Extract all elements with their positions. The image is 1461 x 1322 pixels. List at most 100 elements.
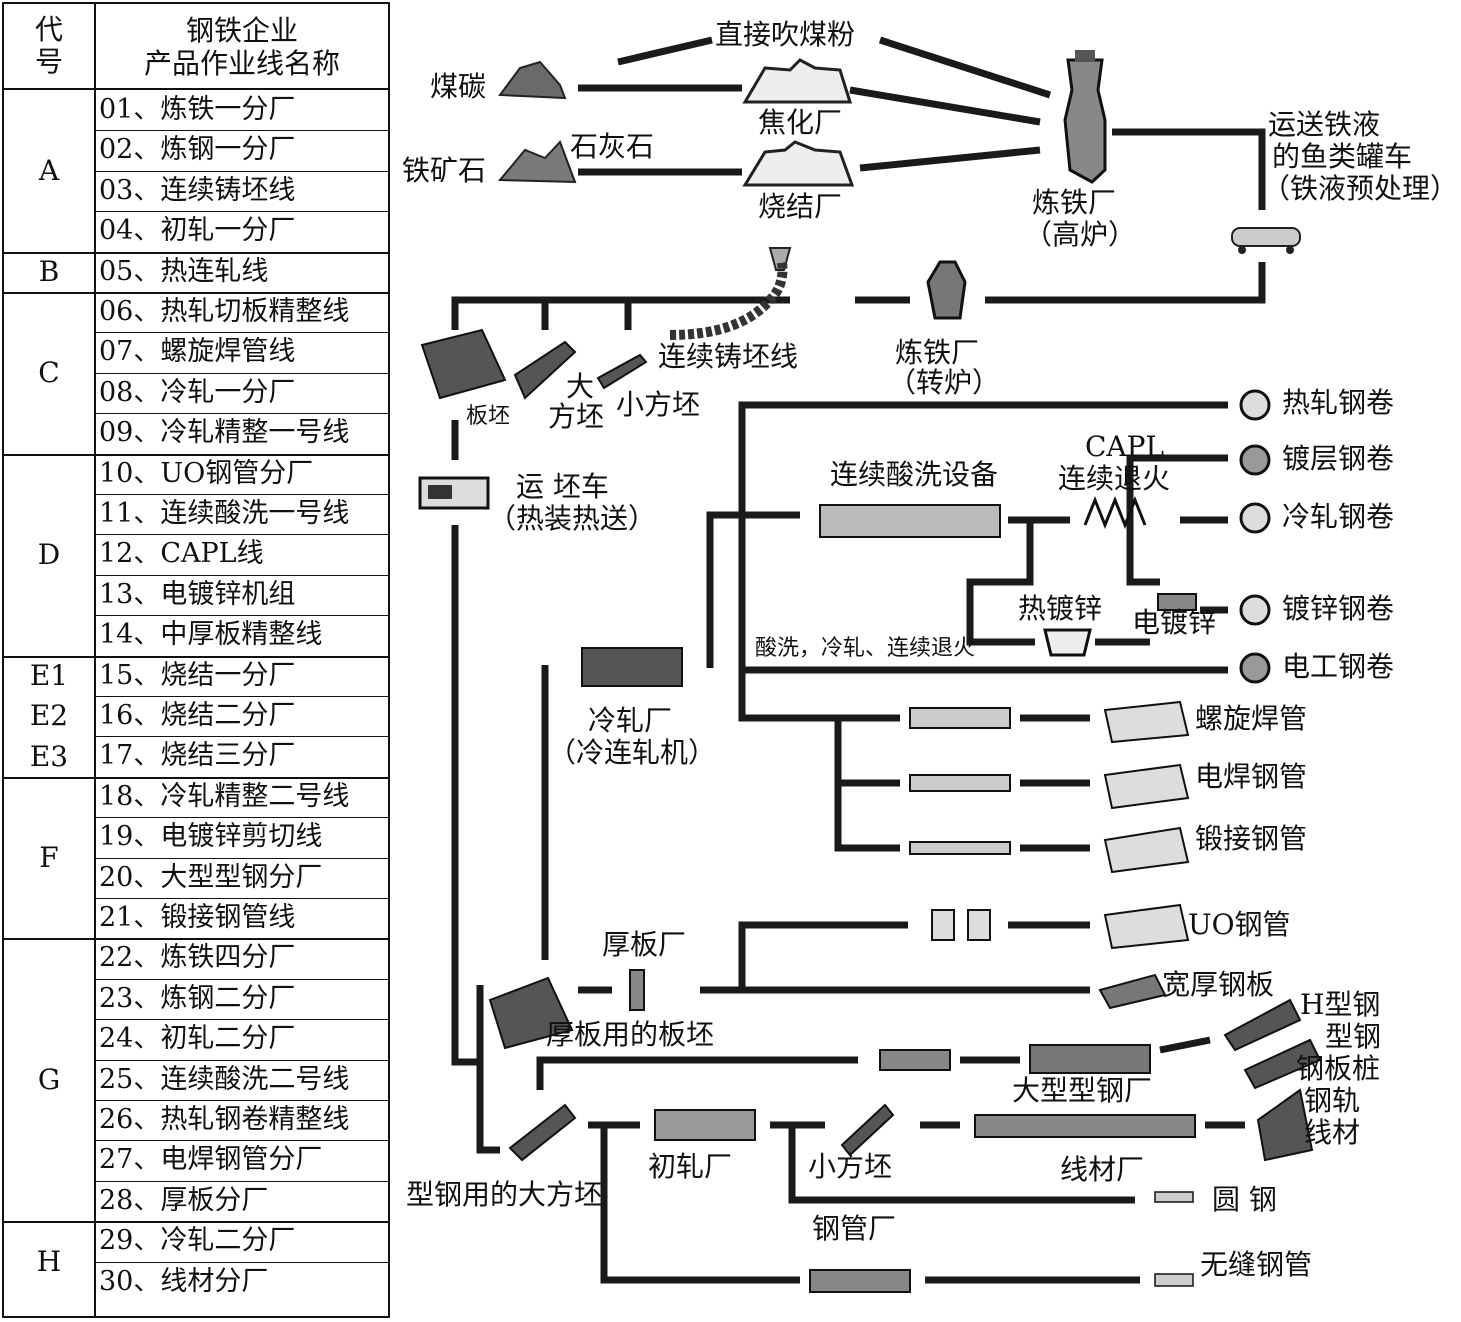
- table-row-name: 21、锻接钢管线: [99, 903, 296, 933]
- row-divider: [96, 736, 388, 738]
- bloom-icon: [513, 340, 577, 400]
- table-row-name: 12、CAPL线: [99, 539, 264, 570]
- table-row-name: 26、热轧钢卷精整线: [99, 1105, 350, 1135]
- label-bloomer: 初轧厂: [648, 1150, 733, 1183]
- row-divider: [96, 1180, 388, 1182]
- table-row-name: 15、烧结一分厂: [99, 660, 296, 691]
- table-row-name: 02、炼钢一分厂: [99, 135, 296, 166]
- table-group-code: E1: [29, 658, 69, 692]
- label-capl-2: 连续退火: [1058, 462, 1171, 495]
- capl-icon: [1083, 495, 1147, 530]
- pipe-product-icons: [1103, 700, 1190, 950]
- row-divider: [96, 1019, 388, 1021]
- table-row-name: 09、冷轧精整一号线: [99, 418, 350, 449]
- table-row-name: 19、电镀锌剪切线: [99, 822, 323, 853]
- row-divider: [96, 413, 388, 415]
- label-transfer-sub: （热装热送）: [488, 502, 657, 535]
- row-divider: [96, 978, 388, 980]
- label-h-beam: H型钢: [1300, 988, 1381, 1021]
- table-row-name: 01、炼铁一分厂: [99, 95, 296, 125]
- label-spiral: 螺旋焊管: [1195, 702, 1308, 735]
- table-row-name: 14、中厚板精整线: [99, 620, 323, 651]
- table-group-code: A: [38, 153, 60, 187]
- coal-pile-icon: [498, 60, 567, 100]
- table-row-name: 23、炼钢二分厂: [99, 983, 296, 1014]
- table-row-name: 30、线材分厂: [99, 1266, 269, 1297]
- label-uo: UO钢管: [1188, 908, 1291, 941]
- label-ironworks-bf: 炼铁厂: [1032, 186, 1117, 219]
- row-divider: [96, 170, 388, 172]
- label-coal: 煤碳: [430, 70, 487, 103]
- label-ore: 铁矿石: [402, 154, 487, 187]
- row-divider: [96, 130, 388, 132]
- row-divider: [96, 372, 388, 374]
- column-divider: [94, 4, 96, 1316]
- label-transfer: 运 坯车: [516, 470, 609, 503]
- label-slab: 板坯: [466, 404, 511, 429]
- table-group-code: D: [37, 537, 61, 571]
- row-divider: [96, 696, 388, 697]
- label-section: 型钢: [1325, 1020, 1382, 1053]
- row-divider: [96, 857, 388, 859]
- row-divider: [96, 1100, 388, 1101]
- table-group-code: E3: [29, 739, 69, 773]
- group-divider: [4, 292, 388, 294]
- label-torpedo-1: 运送铁液: [1268, 108, 1381, 141]
- table-row-name: 10、UO钢管分厂: [99, 458, 314, 489]
- table-row-name: 07、螺旋焊管线: [99, 337, 296, 368]
- table-header: 代 号 钢铁企业 产品作业线名称: [4, 4, 388, 90]
- label-torpedo-2: 的鱼类罐车: [1272, 140, 1413, 173]
- group-divider: [4, 251, 388, 254]
- label-hot-coil: 热轧钢卷: [1282, 386, 1395, 419]
- table-row-name: 05、热连轧线: [99, 256, 269, 287]
- label-forge: 锻接钢管: [1195, 822, 1308, 855]
- coil-icons: [1239, 389, 1271, 684]
- label-direct-coal: 直接吹煤粉: [715, 18, 856, 51]
- label-rail: 钢轨: [1304, 1084, 1361, 1117]
- label-converter: 炼铁厂: [895, 336, 980, 369]
- coking-plant-icon: [742, 58, 853, 104]
- converter-icon: [926, 260, 967, 320]
- label-wire: 线材: [1304, 1116, 1361, 1149]
- label-seamless: 无缝钢管: [1200, 1248, 1313, 1281]
- table-row-name: 20、大型型钢分厂: [99, 862, 323, 893]
- table-row-name: 17、烧结三分厂: [99, 741, 296, 772]
- label-cold-coil: 冷轧钢卷: [1282, 500, 1395, 533]
- label-bloom-2: 方坯: [548, 400, 605, 433]
- process-flow-diagram: [418, 36, 1322, 1293]
- label-ironworks-bf-sub: （高炉）: [1024, 218, 1137, 251]
- ore-pile-icon: [497, 140, 577, 184]
- table-row-name: 18、冷轧精整二号线: [99, 781, 350, 812]
- row-divider: [96, 332, 388, 334]
- row-divider: [96, 615, 388, 617]
- plate-icons: [488, 969, 1167, 1050]
- row-divider: [96, 574, 388, 576]
- label-tube-mill: 钢管厂: [812, 1212, 897, 1245]
- label-elec-coil: 电工钢卷: [1282, 650, 1395, 683]
- row-divider: [96, 817, 388, 819]
- hot-dip-icon: [1043, 628, 1092, 657]
- label-round: 圆 钢: [1212, 1183, 1277, 1216]
- table-group-code: F: [39, 840, 59, 874]
- equipment-icons: [418, 50, 1322, 1293]
- sinter-plant-icon: [742, 140, 855, 187]
- header-code: 代 号: [34, 13, 63, 78]
- row-divider: [96, 534, 388, 536]
- table-row-name: 16、烧结二分厂: [99, 701, 296, 731]
- table-row-name: 29、冷轧二分厂: [99, 1226, 296, 1257]
- row-divider: [96, 1059, 388, 1061]
- label-plate-mill: 厚板厂: [602, 928, 687, 961]
- table-row-name: 27、电焊钢管分厂: [99, 1145, 323, 1176]
- label-hot-dip: 热镀锌: [1018, 592, 1103, 625]
- label-torpedo-3: （铁液预处理）: [1262, 172, 1459, 205]
- label-cold-mill: 冷轧厂: [588, 704, 673, 737]
- table-row-name: 08、冷轧一分厂: [99, 377, 296, 408]
- table-group-code: C: [38, 355, 60, 389]
- label-converter-sub: （转炉）: [888, 366, 1001, 399]
- blast-furnace-icon: [1063, 50, 1107, 184]
- table-row-name: 24、初轧二分厂: [99, 1024, 296, 1055]
- pickling-icon: [819, 504, 1001, 538]
- row-divider: [96, 211, 388, 213]
